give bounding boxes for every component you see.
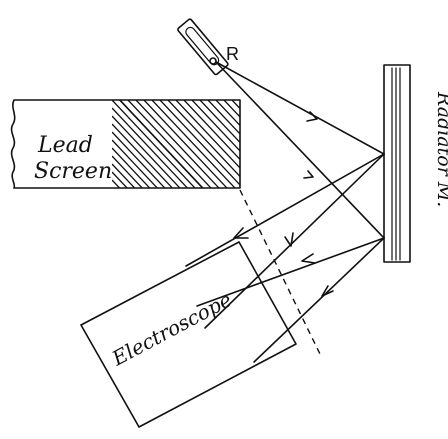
lead-screen-label-line2: Screen [34, 159, 112, 184]
lead-screen: Lead Screen [10, 99, 241, 189]
source-label: R [226, 44, 239, 64]
arrow-incident-1 [306, 111, 318, 122]
arrow-scattered-1 [233, 227, 249, 239]
electroscope-window-line [239, 189, 321, 355]
electroscope-body [80, 241, 297, 428]
ray-paths [185, 61, 385, 363]
arrow-scattered-4 [321, 285, 334, 297]
arrow-incident-2 [303, 170, 314, 179]
incident-ray-2 [215, 61, 385, 239]
source-point [209, 57, 217, 65]
radiator-label: Radiator M. [433, 91, 448, 207]
scattered-ray-3 [196, 237, 385, 307]
radiator: Radiator M. [383, 64, 448, 263]
electroscope-label: Electroscope [107, 287, 236, 371]
incident-ray-1 [215, 61, 385, 155]
scattered-ray-2 [204, 153, 385, 329]
lead-screen-outline [10, 99, 241, 189]
radiator-outline [383, 64, 411, 263]
source-holder-outer [177, 18, 229, 76]
ray-arrows [233, 111, 334, 297]
scattered-ray-4 [253, 237, 385, 363]
arrow-scattered-3 [301, 253, 316, 264]
lead-screen-label-line1: Lead [37, 133, 93, 158]
arrow-scattered-2 [284, 232, 294, 247]
electroscope: Electroscope [80, 241, 297, 428]
scattered-ray-1 [185, 153, 385, 267]
source-holder: R [177, 18, 239, 76]
lead-screen-hatching [112, 100, 240, 188]
